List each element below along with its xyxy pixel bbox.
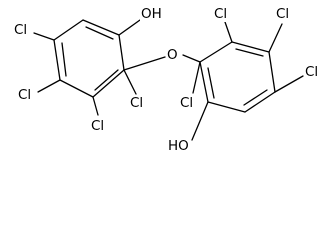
bond [231,41,270,53]
bond [244,91,276,113]
bond-cl [37,79,61,93]
atom-labels: OH Cl Cl Cl Cl O Cl Cl Cl Cl HO [13,6,320,154]
double-bond [61,42,67,77]
bond-cl [274,75,304,93]
bond [53,39,61,81]
oxygen-bridge-label: O [167,47,178,63]
label-knockout [213,6,229,22]
label-knockout [275,6,291,22]
chlorine-label-right: Cl [305,64,318,80]
label-knockout [304,64,320,80]
bond [53,19,84,41]
label-knockout [17,87,33,103]
bond-cl [123,69,137,95]
hydroxyl-label-bottom: HO [168,138,189,154]
left-ring [33,19,166,116]
chlorine-label-top-b: Cl [276,6,289,22]
double-bond [85,26,114,40]
double-bond [243,89,268,106]
label-knockout [90,118,106,134]
right-ring [182,21,304,141]
bond-cl [33,32,55,41]
bond-cl [192,61,201,94]
label-knockout [166,47,179,63]
label-knockout [140,6,163,22]
chlorine-label-bottom: Cl [91,118,104,134]
label-knockout [167,138,190,154]
label-knockout [13,22,29,38]
bond-o [182,54,201,63]
label-knockout [179,95,195,111]
chlorine-label-left-lower: Cl [18,87,31,103]
label-knockout [129,95,145,111]
bond [92,69,125,98]
double-bond [94,69,119,91]
double-bond [207,67,215,99]
hydroxyl-label-top: OH [141,6,162,22]
bond [268,51,276,93]
bond [199,61,209,103]
bond-oh [118,19,141,36]
bond-oh [191,101,209,141]
double-bond [235,48,264,57]
chlorine-label-left-upper: Cl [14,22,27,38]
bond [199,41,233,63]
bond-cl [268,23,283,53]
chlorine-label-c1-left: Cl [130,95,143,111]
bond-cl [224,21,233,43]
chlorine-label-c1-right: Cl [180,95,193,111]
chlorine-label-top-a: Cl [214,6,227,22]
bond-o [123,56,166,71]
bond [59,79,94,98]
bond [207,101,246,113]
bond [118,34,125,71]
molecule-structure: OH Cl Cl Cl Cl O Cl Cl Cl Cl HO [13,6,320,154]
bond-cl [92,96,99,116]
bond [82,19,120,36]
